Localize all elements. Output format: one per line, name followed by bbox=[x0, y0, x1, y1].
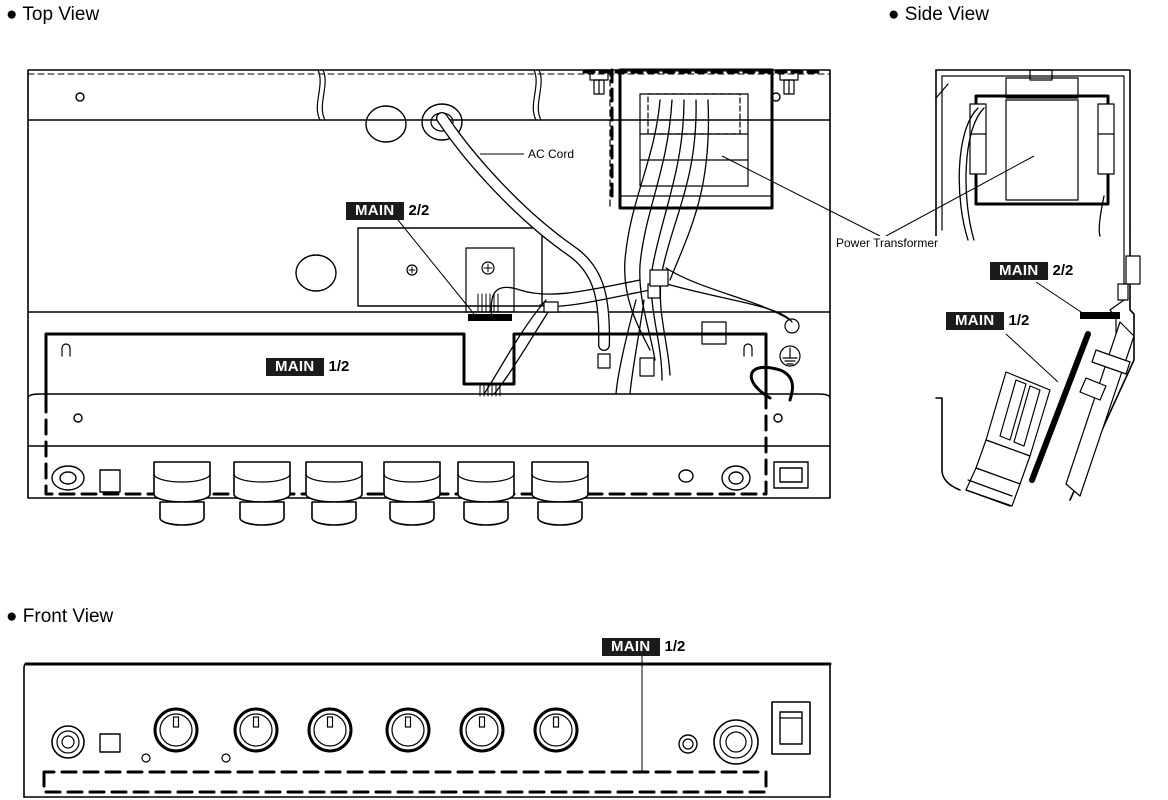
top-leader-lines bbox=[397, 153, 881, 315]
tag-top-main-2-2: MAIN 2/2 bbox=[346, 202, 429, 220]
tag-board-name: MAIN bbox=[346, 202, 404, 220]
tag-part-number: 2/2 bbox=[1052, 262, 1074, 279]
bullet-icon: ● bbox=[6, 606, 18, 627]
tag-front-main-1-2: MAIN 1/2 bbox=[602, 638, 685, 656]
top-view-drawing bbox=[27, 68, 831, 526]
tag-part-number: 1/2 bbox=[328, 358, 350, 375]
tag-part-number: 2/2 bbox=[408, 202, 430, 219]
tag-board-name: MAIN bbox=[266, 358, 324, 376]
front-view-title: ● Front View bbox=[6, 606, 114, 627]
side-view-title: ● Side View bbox=[888, 4, 989, 25]
bullet-icon: ● bbox=[6, 4, 18, 25]
side-view-drawing bbox=[935, 69, 1141, 507]
bullet-icon: ● bbox=[888, 4, 900, 25]
front-view-drawing bbox=[23, 655, 832, 798]
tag-board-name: MAIN bbox=[602, 638, 660, 656]
tag-side-main-1-2: MAIN 1/2 bbox=[946, 312, 1029, 330]
top-view-title: ● Top View bbox=[6, 4, 100, 25]
tag-board-name: MAIN bbox=[946, 312, 1004, 330]
tag-part-number: 1/2 bbox=[664, 638, 686, 655]
front-knobs bbox=[153, 707, 579, 753]
power-transformer-label: Power Transformer bbox=[834, 236, 941, 250]
tag-part-number: 1/2 bbox=[1008, 312, 1030, 329]
tag-top-main-1-2: MAIN 1/2 bbox=[266, 358, 349, 376]
ac-cord-label: AC Cord bbox=[526, 147, 577, 161]
tag-board-name: MAIN bbox=[990, 262, 1048, 280]
tag-side-main-2-2: MAIN 2/2 bbox=[990, 262, 1073, 280]
side-leader-lines bbox=[885, 155, 1085, 383]
